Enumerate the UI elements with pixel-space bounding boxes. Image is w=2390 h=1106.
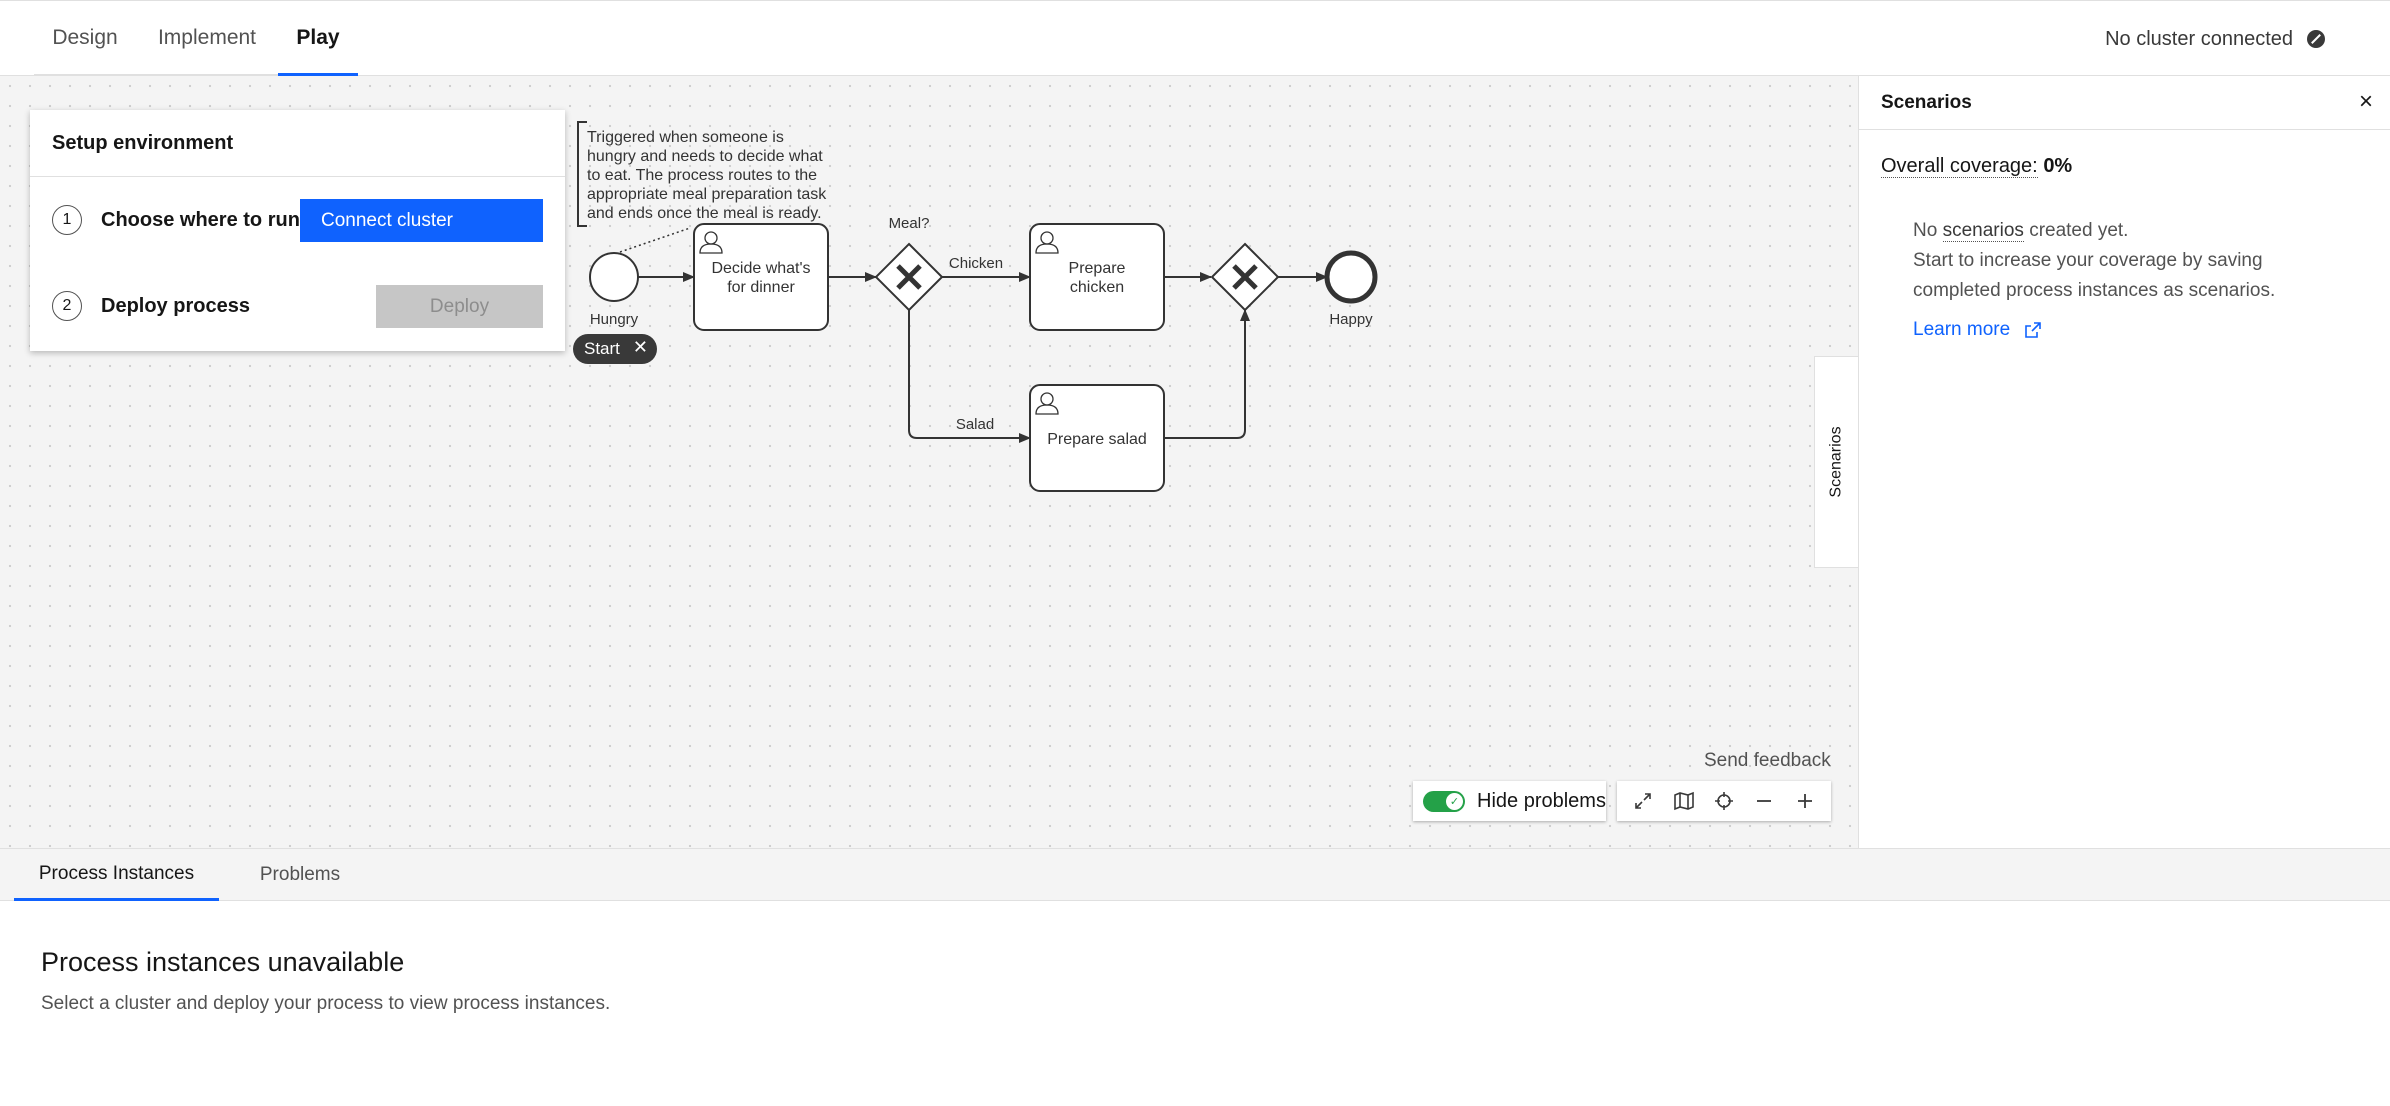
exclusive-gateway-icon [896, 264, 922, 290]
canvas-controls [1617, 781, 1831, 821]
scenarios-side-tab[interactable]: Scenarios [1814, 356, 1859, 568]
coverage-label[interactable]: Overall coverage: [1881, 155, 2038, 178]
setup-environment-panel: Setup environment 1 Choose where to run … [30, 110, 565, 351]
scenarios-term[interactable]: scenarios [1942, 220, 2024, 242]
gateway-label: Meal? [889, 215, 930, 232]
bottom-tab-bar: Process Instances Problems [0, 848, 2390, 901]
external-link-icon [2025, 322, 2041, 338]
coverage-value: 0% [2043, 155, 2073, 177]
step-number-1: 1 [52, 205, 82, 235]
step-number-2: 2 [52, 291, 82, 321]
learn-more-label: Learn more [1913, 319, 2011, 340]
task-chicken-label-2: chicken [1070, 279, 1124, 296]
fullscreen-icon[interactable] [1627, 785, 1659, 817]
top-tab-bar: Design Implement Play No cluster connect… [0, 0, 2390, 76]
process-instances-description: Select a cluster and deploy your process… [41, 993, 611, 1014]
scenarios-panel: Scenarios × Overall coverage: 0% No scen… [1858, 76, 2390, 848]
scenarios-header: Scenarios × [1859, 76, 2390, 130]
hide-problems-label: Hide problems [1477, 789, 1606, 812]
annotation-bracket [577, 121, 587, 227]
cluster-status[interactable]: No cluster connected [2105, 1, 2325, 77]
empty-suffix: created yet. [2029, 220, 2129, 241]
task-chicken-label-1: Prepare [1069, 260, 1126, 277]
tab-problems[interactable]: Problems [259, 864, 341, 885]
scenarios-empty-state: No scenarios created yet. Start to incre… [1913, 216, 2343, 306]
tab-play[interactable]: Play [278, 2, 358, 76]
side-tab-label: Scenarios [1828, 426, 1845, 498]
toggle-switch[interactable]: ✓ [1423, 790, 1465, 812]
check-icon: ✓ [1446, 792, 1463, 810]
cluster-status-label: No cluster connected [2105, 27, 2293, 50]
empty-description: Start to increase your coverage by savin… [1913, 250, 2276, 301]
send-feedback-link[interactable]: Send feedback [1704, 750, 1831, 771]
minimap-icon[interactable] [1668, 785, 1700, 817]
start-instance-badge[interactable]: Start ✕ [573, 334, 657, 364]
start-event-hungry[interactable] [589, 252, 639, 302]
sequence-flow-salad[interactable] [908, 310, 1031, 443]
tab-design[interactable]: Design [34, 2, 136, 76]
flow-salad-label: Salad [956, 416, 994, 433]
deploy-button[interactable]: Deploy [376, 285, 543, 328]
user-task-icon [1035, 392, 1059, 415]
zoom-in-icon[interactable] [1789, 785, 1821, 817]
sequence-flow[interactable] [1164, 309, 1250, 439]
task-decide-label-1: Decide what's [711, 260, 810, 277]
annotation-text[interactable]: Triggered when someone is hungry and nee… [587, 129, 831, 222]
task-decide-label-2: for dinner [727, 279, 795, 296]
flow-chicken-label: Chicken [949, 255, 1003, 272]
tab-process-instances[interactable]: Process Instances [14, 849, 219, 901]
step-label-deploy: Deploy process [101, 295, 250, 317]
start-badge-label: Start [584, 339, 620, 358]
empty-prefix: No [1913, 220, 1938, 241]
close-icon[interactable]: × [2358, 88, 2373, 115]
task-prepare-chicken[interactable] [1029, 223, 1165, 331]
step-label-choose-run: Choose where to run [101, 209, 300, 231]
disconnected-icon [2307, 30, 2325, 48]
task-decide-dinner[interactable] [693, 223, 829, 331]
hide-problems-toggle[interactable]: ✓ Hide problems [1413, 781, 1606, 821]
end-event-happy[interactable] [1324, 250, 1378, 304]
close-icon[interactable]: ✕ [632, 337, 648, 357]
process-instances-title: Process instances unavailable [41, 947, 405, 977]
user-task-icon [699, 231, 723, 254]
connect-cluster-button[interactable]: Connect cluster [300, 199, 543, 242]
scenarios-title: Scenarios [1881, 92, 1972, 113]
task-salad-label: Prepare salad [1047, 431, 1147, 448]
annotation-association [619, 227, 691, 253]
learn-more-link[interactable]: Learn more [1913, 319, 2042, 341]
zoom-out-icon[interactable] [1748, 785, 1780, 817]
user-task-icon [1035, 231, 1059, 254]
bpmn-diagram: Triggered when someone is hungry and nee… [577, 121, 1378, 492]
process-instances-panel: Process instances unavailable Select a c… [0, 901, 2390, 1106]
setup-title: Setup environment [52, 132, 234, 154]
tab-implement[interactable]: Implement [136, 2, 278, 76]
center-icon[interactable] [1708, 785, 1740, 817]
overall-coverage: Overall coverage: 0% [1881, 155, 2072, 178]
start-event-label: Hungry [590, 311, 639, 328]
end-event-label: Happy [1329, 311, 1373, 328]
exclusive-gateway-icon [1232, 264, 1258, 290]
modeler-canvas[interactable]: Triggered when someone is hungry and nee… [0, 76, 1858, 848]
divider [30, 176, 565, 177]
